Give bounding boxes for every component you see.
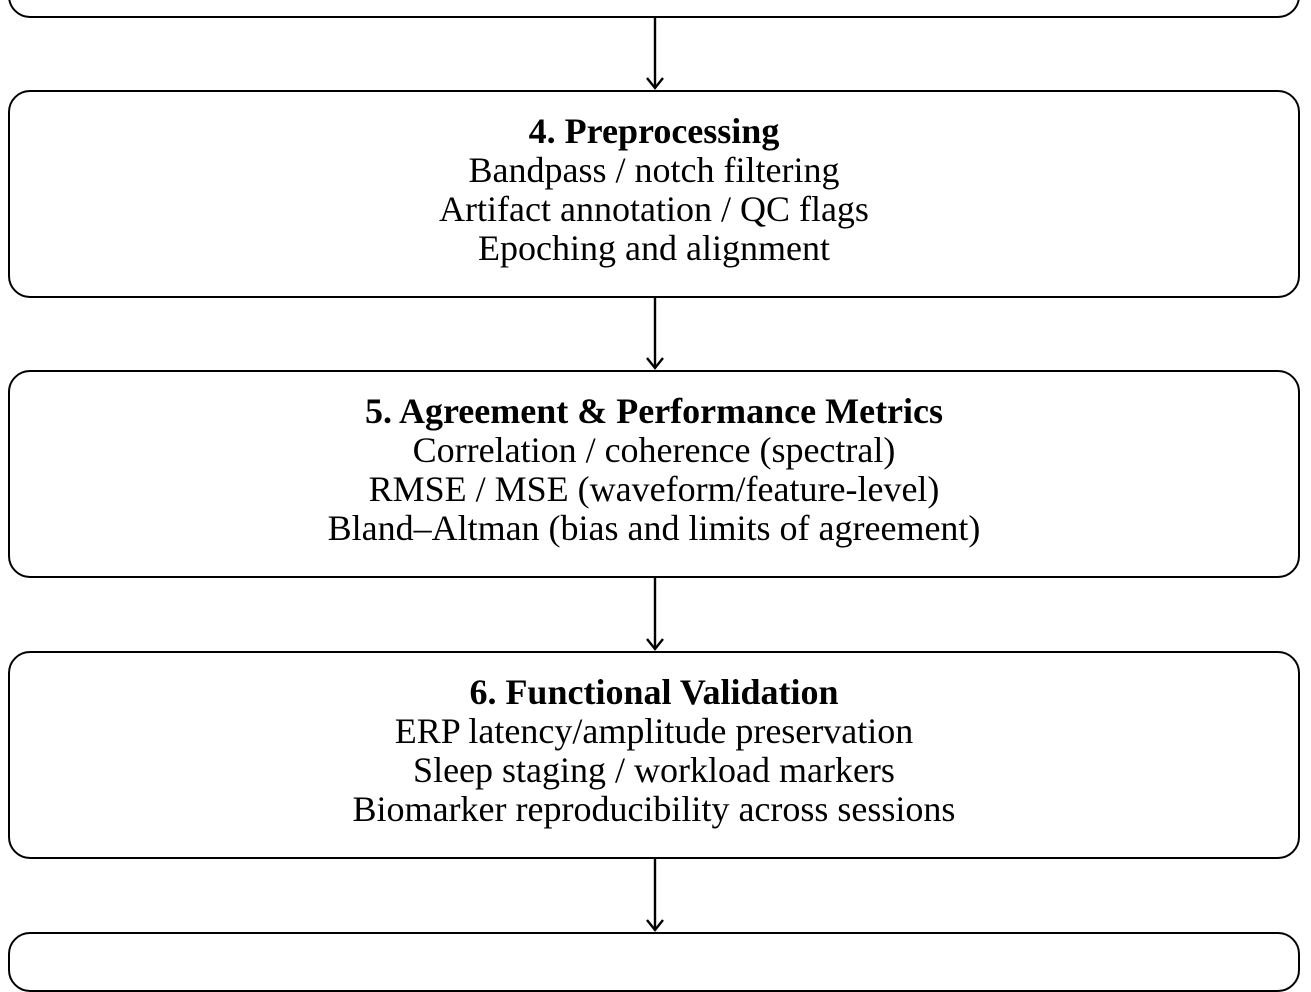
step-box-functional-validation: 6. Functional Validation ERP latency/amp… (8, 651, 1300, 859)
step-line: ERP latency/amplitude preservation (394, 711, 914, 751)
step-box-preprocessing: 4. Preprocessing Bandpass / notch filter… (8, 90, 1300, 298)
next-step-box-partial (8, 932, 1300, 992)
step-line: Artifact annotation / QC flags (439, 189, 869, 229)
step-line: Biomarker reproducibility across session… (352, 789, 956, 829)
step-line: Bland–Altman (bias and limits of agreeme… (327, 508, 981, 548)
step-line: Sleep staging / workload markers (413, 750, 895, 790)
arrow-head-6 (646, 638, 664, 651)
step-line: Correlation / coherence (spectral) (412, 430, 896, 470)
arrow-head-7 (646, 919, 664, 932)
arrow-head-5 (646, 357, 664, 370)
step-title: 5. Agreement & Performance Metrics (364, 391, 944, 431)
step-line: Epoching and alignment (478, 228, 830, 268)
step-title: 6. Functional Validation (469, 672, 839, 712)
flow-connectors (646, 18, 664, 932)
step-title: 4. Preprocessing (528, 111, 780, 151)
step-line: RMSE / MSE (waveform/feature-level) (368, 469, 940, 509)
step-line: Bandpass / notch filtering (468, 150, 840, 190)
arrow-head-4 (646, 77, 664, 90)
step-box-agreement-metrics: 5. Agreement & Performance Metrics Corre… (8, 370, 1300, 578)
